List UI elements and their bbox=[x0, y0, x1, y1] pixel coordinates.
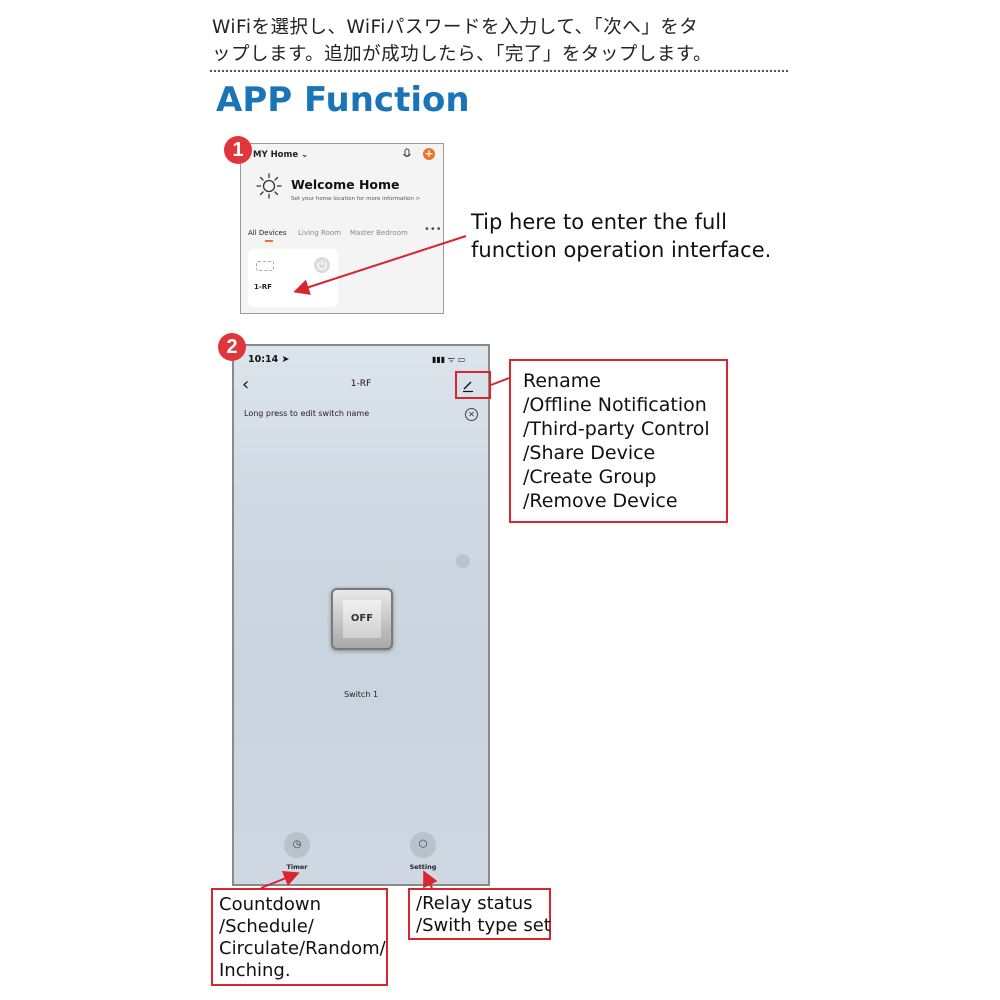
status-icons: ▮▮▮ ᯤ ▭ bbox=[432, 355, 466, 364]
switch-name[interactable]: Switch 1 bbox=[343, 690, 379, 699]
home-selector[interactable]: MY Home ⌄ bbox=[253, 150, 308, 160]
decorative-dot bbox=[456, 554, 470, 568]
step-badge-1: 1 bbox=[224, 136, 252, 164]
back-icon[interactable]: ‹ bbox=[242, 374, 250, 395]
tip-text: Tip here to enter the full function oper… bbox=[471, 208, 801, 264]
home-screen-screenshot: MY Home ⌄ + Welcome Home Set your home l… bbox=[240, 143, 444, 314]
callout-line: /Offline Notification bbox=[523, 394, 707, 416]
intro-text: WiFiを選択し、WiFiパスワードを入力して、「次へ」をタ ップします。追加が… bbox=[212, 14, 792, 68]
active-tab-indicator bbox=[265, 240, 273, 242]
intro-line-1: WiFiを選択し、WiFiパスワードを入力して、「次へ」をタ bbox=[212, 17, 699, 38]
edit-icon[interactable] bbox=[461, 379, 475, 393]
welcome-subtitle[interactable]: Set your home location for more informat… bbox=[291, 196, 421, 202]
power-icon[interactable] bbox=[314, 257, 330, 273]
tab-master-bedroom[interactable]: Master Bedroom bbox=[350, 229, 408, 237]
setting-icon[interactable]: ⬡ bbox=[410, 832, 436, 858]
close-icon[interactable]: ✕ bbox=[465, 408, 478, 421]
step-badge-2: 2 bbox=[218, 333, 246, 361]
callout-setting-options: /Relay status /Swith type set bbox=[408, 888, 551, 940]
callout-edit-options: Rename /Offline Notification /Third-part… bbox=[509, 359, 728, 523]
off-label: OFF bbox=[343, 600, 381, 638]
callout-line: Circulate/Random/ bbox=[219, 938, 386, 959]
intro-line-2: ップします。追加が成功したら、「完了」をタップします。 bbox=[212, 44, 713, 65]
page-heading: APP Function bbox=[216, 80, 470, 120]
device-icon bbox=[256, 261, 274, 271]
plus-icon[interactable]: + bbox=[423, 147, 435, 160]
sun-icon bbox=[256, 173, 282, 199]
callout-line: /Remove Device bbox=[523, 490, 678, 512]
device-control-screenshot: 10:14 ➤ ▮▮▮ ᯤ ▭ ‹ 1-RF Long press to edi… bbox=[232, 344, 490, 886]
time-text: 10:14 bbox=[248, 354, 279, 365]
tip-line-1: Tip here to enter the full bbox=[471, 210, 727, 234]
device-name: 1-RF bbox=[254, 283, 272, 291]
tip-line-2: function operation interface. bbox=[471, 238, 772, 262]
callout-line: /Share Device bbox=[523, 442, 656, 464]
timer-label[interactable]: Timer bbox=[286, 863, 308, 871]
hint-banner bbox=[234, 400, 488, 428]
callout-timer-options: Countdown /Schedule/ Circulate/Random/ I… bbox=[211, 888, 388, 986]
callout-line: /Create Group bbox=[523, 466, 657, 488]
switch-toggle-button[interactable]: OFF bbox=[331, 588, 393, 650]
callout-line: Rename bbox=[523, 370, 601, 392]
mic-icon[interactable] bbox=[401, 148, 413, 160]
tab-all-devices[interactable]: All Devices bbox=[248, 229, 287, 237]
callout-line: Countdown bbox=[219, 894, 322, 915]
device-card[interactable]: 1-RF bbox=[248, 249, 338, 307]
chevron-down-icon: ⌄ bbox=[301, 150, 309, 160]
edit-connector bbox=[490, 377, 510, 386]
dotted-divider bbox=[210, 70, 788, 72]
callout-line: /Schedule/ bbox=[219, 916, 314, 937]
welcome-title: Welcome Home bbox=[291, 177, 400, 192]
callout-line: /Third-party Control bbox=[523, 418, 710, 440]
callout-line: Inching. bbox=[219, 960, 291, 981]
status-time: 10:14 ➤ bbox=[248, 354, 290, 365]
home-label: MY Home bbox=[253, 150, 299, 160]
hint-banner-text: Long press to edit switch name bbox=[244, 409, 370, 418]
callout-line: /Relay status bbox=[416, 893, 533, 914]
setting-label[interactable]: Setting bbox=[409, 863, 437, 871]
more-icon[interactable]: ••• bbox=[424, 224, 442, 235]
callout-line: /Swith type set bbox=[416, 915, 551, 936]
edit-icon-highlight bbox=[455, 371, 491, 399]
tab-living-room[interactable]: Living Room bbox=[298, 229, 341, 237]
timer-icon[interactable]: ◷ bbox=[284, 832, 310, 858]
device-title: 1-RF bbox=[350, 379, 372, 389]
